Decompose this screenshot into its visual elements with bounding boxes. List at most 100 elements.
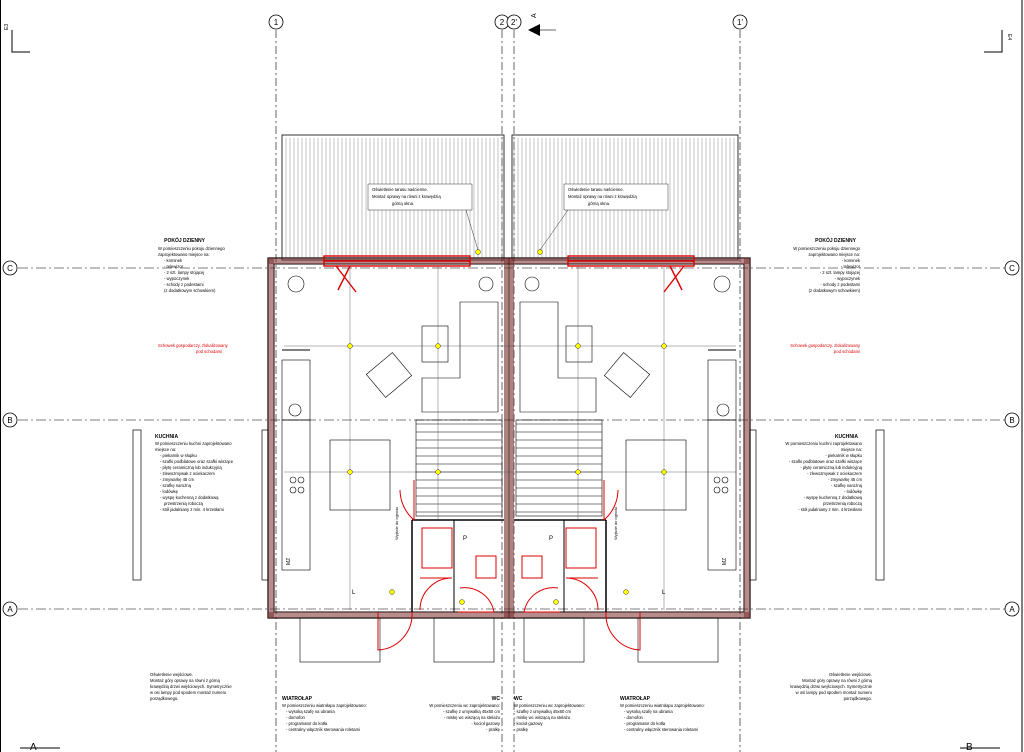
svg-text:- programator do kotła: - programator do kotła [624,721,666,726]
svg-text:- stół jadalniany z min. 4 krz: - stół jadalniany z min. 4 krzesłami [160,507,224,512]
building-walls [267,257,751,619]
axis-bubble-2-prime: 2' [506,14,522,30]
entrance-light-note-right: Oświetlenie wejściowe. Montaż góry opraw… [790,672,872,701]
svg-text:Montaż oprawy na równi z krawę: Montaż oprawy na równi z krawędzią [372,194,441,199]
svg-text:1: 1 [274,18,279,27]
svg-text:- szafkę narożną: - szafkę narożną [831,483,863,488]
kitchen-note-right: KUCHNIA W pomieszczeniu kuchni zaprojekt… [785,434,862,512]
svg-text:MZ: MZ [286,558,292,565]
axis-bubble-left-a: A [2,601,18,617]
svg-text:Wyjście do ogrodu: Wyjście do ogrodu [613,507,618,540]
stairs [415,419,603,517]
terrace-windows [323,255,695,293]
svg-text:górną okna.: górną okna. [392,201,414,206]
svg-text:Schowek gospodarczy, zlokalizo: Schowek gospodarczy, zlokalizowany [158,343,229,348]
lamp-point [661,343,667,349]
svg-text:Oświetlenie wejściowe.: Oświetlenie wejściowe. [829,672,872,677]
svg-text:- kocioł gazowy: - kocioł gazowy [471,721,501,726]
svg-text:B: B [966,742,973,752]
svg-text:KUCHNIA: KUCHNIA [155,434,178,440]
wc-note-right: WC W pomieszczeniu wc zaprojektowano: - … [514,696,585,732]
svg-text:- centralny włącznik sterowani: - centralny włącznik sterowania roletami [624,727,698,732]
svg-text:- centralny włącznik sterowani: - centralny włącznik sterowania roletami [286,727,360,732]
lamp-point [475,249,481,255]
svg-text:- domofon: - domofon [286,715,306,720]
lamp-point [435,469,441,475]
kitchen-counters [281,359,737,571]
doors [377,480,641,651]
svg-text:miejsce na:: miejsce na: [841,447,862,452]
svg-text:pod schodami: pod schodami [196,349,222,354]
svg-text:- wysoką szafę na ubrania: - wysoką szafę na ubrania [286,709,335,714]
svg-text:P: P [463,536,467,542]
svg-text:Montaż góry oprawy na równi z: Montaż góry oprawy na równi z górną [802,678,872,683]
svg-text:- szafkę z umywalką 45x60 cm: - szafkę z umywalką 45x60 cm [443,709,501,714]
svg-text:- telewizor: - telewizor [164,264,184,269]
svg-text:C: C [7,264,13,273]
svg-text:W pomieszczeniu pokoju dzienne: W pomieszczeniu pokoju dziennego [158,246,225,251]
svg-text:KUCHNIA: KUCHNIA [835,434,858,440]
svg-text:W pomieszczeniu wc zaprojektow: W pomieszczeniu wc zaprojektowano: [514,703,585,708]
svg-text:- płytę ceramiczną lub indukcy: - płytę ceramiczną lub indukcyjną [160,465,222,470]
svg-text:WC: WC [514,696,523,702]
svg-text:- szafki podblatowe oraz szafk: - szafki podblatowe oraz szafki wiszące [160,459,234,464]
axis-bubble-right-b: B [1004,412,1020,428]
axis-bubble-1-prime: 1' [732,14,748,30]
svg-text:przestrzenią roboczą: przestrzenią roboczą [823,501,863,506]
svg-text:Wyjście do ogrodu: Wyjście do ogrodu [394,507,399,540]
svg-text:- 2 szt. lampy stojącej: - 2 szt. lampy stojącej [164,270,204,275]
storage-note-left: Schowek gospodarczy, zlokalizowany pod s… [158,343,229,354]
svg-text:- telewizor: - telewizor [841,264,861,269]
svg-text:- wysoką szafę na ubrania: - wysoką szafę na ubrania [624,709,673,714]
lamp-point [575,469,581,475]
svg-text:W pomieszczeniu wiatrołapu zap: W pomieszczeniu wiatrołapu zaprojektowan… [620,703,705,708]
svg-text:- kominek: - kominek [164,258,183,263]
svg-text:Oświetlenie tarasu naścienne.: Oświetlenie tarasu naścienne. [372,187,428,192]
svg-text:Oświetlenie wejściowe.: Oświetlenie wejściowe. [150,672,193,677]
svg-text:W pomieszczeniu kuchni zaproje: W pomieszczeniu kuchni zaprojektowano [785,441,862,446]
svg-text:- pralkę: - pralkę [486,727,501,732]
lamp-point [389,589,395,595]
svg-text:E3: E3 [4,24,10,30]
svg-text:- lodówkę: - lodówkę [160,489,179,494]
svg-text:B: B [1009,416,1014,425]
svg-text:- szafki podblatowe oraz szafk: - szafki podblatowe oraz szafki wiszące [789,459,863,464]
svg-text:- schody z podestami: - schody z podestami [164,282,204,287]
living-room-note-right: POKÓJ DZIENNY W pomieszczeniu pokoju dzi… [793,236,861,293]
svg-text:w osi lampy pod spodem montaż: w osi lampy pod spodem montaż numeru [150,690,227,695]
svg-text:Montaż oprawy na równi z krawę: Montaż oprawy na równi z krawędzią [568,194,637,199]
svg-text:zaprojektowano miejsce na:: zaprojektowano miejsce na: [808,252,860,257]
svg-text:- zlewozmywak z ociekaczem: - zlewozmywak z ociekaczem [160,471,215,476]
svg-text:P: P [549,536,553,542]
svg-text:L: L [662,590,666,596]
lamp-point [347,343,353,349]
svg-text:krawędzią drzwi wejściowych. S: krawędzią drzwi wejściowych. Symetryczni… [790,684,872,689]
svg-text:2: 2 [500,18,505,27]
svg-text:- zmywarkę 45 cm: - zmywarkę 45 cm [828,477,862,482]
svg-text:A: A [7,605,13,614]
svg-text:- stół jadalniany z min. 4 krz: - stół jadalniany z min. 4 krzesłami [798,507,862,512]
svg-text:W pomieszczeniu wiatrołapu zap: W pomieszczeniu wiatrołapu zaprojektowan… [282,703,367,708]
svg-text:Montaż góry oprawy na równi z: Montaż góry oprawy na równi z górną [150,678,220,683]
utility-note-right: WIATROŁAP W pomieszczeniu wiatrołapu zap… [620,696,705,732]
kitchen-note-left: KUCHNIA W pomieszczeniu kuchni zaprojekt… [155,434,234,512]
svg-text:pod schodami: pod schodami [834,349,860,354]
svg-text:POKÓJ DZIENNY: POKÓJ DZIENNY [815,236,857,244]
svg-text:L: L [352,590,356,596]
lamp-point [435,343,441,349]
svg-text:2': 2' [511,18,517,27]
axis-bubble-right-c: C [1004,260,1020,276]
svg-text:A: A [531,13,538,18]
svg-text:- szafkę z umywalką 45x60 cm: - szafkę z umywalką 45x60 cm [514,709,572,714]
svg-text:porządkowego.: porządkowego. [150,696,178,701]
svg-text:MZ: MZ [722,558,728,565]
svg-text:B: B [7,416,12,425]
lamp-point [575,343,581,349]
svg-text:- 2 szt. lampy stojącej: - 2 szt. lampy stojącej [820,270,860,275]
svg-text:- lodówkę: - lodówkę [844,489,863,494]
svg-text:WIATROŁAP: WIATROŁAP [282,696,313,702]
living-room-note-left: POKÓJ DZIENNY W pomieszczeniu pokoju dzi… [158,236,225,293]
svg-text:WIATROŁAP: WIATROŁAP [620,696,651,702]
wiring [284,266,736,610]
